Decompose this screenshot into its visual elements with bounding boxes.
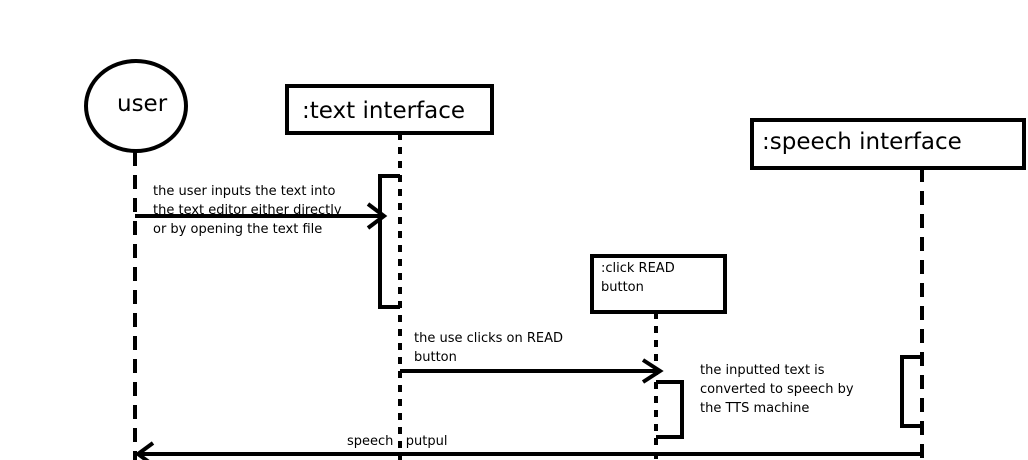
clicks-read-message-line-1: the use clicks on READ bbox=[414, 331, 563, 346]
user-label: user bbox=[117, 91, 168, 117]
user-input-message-line-1: the user inputs the text into bbox=[153, 184, 336, 199]
clicks-read-arrowhead bbox=[641, 358, 664, 384]
clicks-read-message-line-2: button bbox=[414, 350, 457, 365]
speech-output-message: speech putpul bbox=[347, 434, 448, 449]
user-input-message-line-2: the text editor either directly bbox=[153, 203, 342, 218]
speech-interface-activation bbox=[900, 355, 922, 428]
text-interface-label: :text interface bbox=[302, 98, 465, 124]
user-input-arrowhead bbox=[366, 202, 388, 230]
click-read-label-line-2: button bbox=[601, 280, 644, 295]
user-input-message-line-3: or by opening the text file bbox=[153, 222, 322, 237]
user-actor-circle bbox=[84, 59, 188, 153]
click-read-label-line-1: :click READ bbox=[601, 261, 675, 276]
click-read-box bbox=[590, 254, 727, 314]
speech-output-arrowhead bbox=[134, 441, 155, 460]
converted-message-line-1: the inputted text is bbox=[700, 363, 825, 378]
converted-message-line-3: the TTS machine bbox=[700, 401, 809, 416]
text-interface-box bbox=[285, 84, 494, 135]
click-read-activation bbox=[656, 380, 684, 439]
speech-interface-box bbox=[750, 118, 1026, 170]
text-interface-activation bbox=[378, 174, 400, 309]
speech-interface-label: :speech interface bbox=[762, 129, 962, 155]
converted-message-line-2: converted to speech by bbox=[700, 382, 854, 397]
